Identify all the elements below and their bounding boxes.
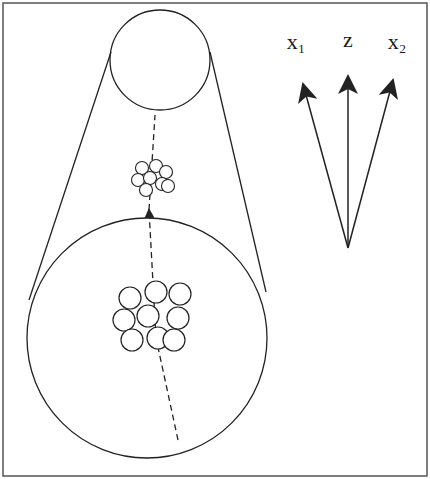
frame: [3, 3, 427, 476]
particle-cluster: [113, 281, 191, 351]
small-circle: [110, 10, 210, 110]
vector-label: x₂: [388, 31, 407, 53]
vector-label: x₁: [287, 31, 306, 53]
vector-label: z: [343, 29, 353, 51]
cone-side: [210, 52, 266, 292]
cone-side: [29, 52, 111, 300]
particle-cluster: [132, 160, 175, 197]
trajectory: [156, 338, 178, 440]
large-circle: [27, 218, 267, 458]
vector-arrows: [303, 76, 393, 248]
